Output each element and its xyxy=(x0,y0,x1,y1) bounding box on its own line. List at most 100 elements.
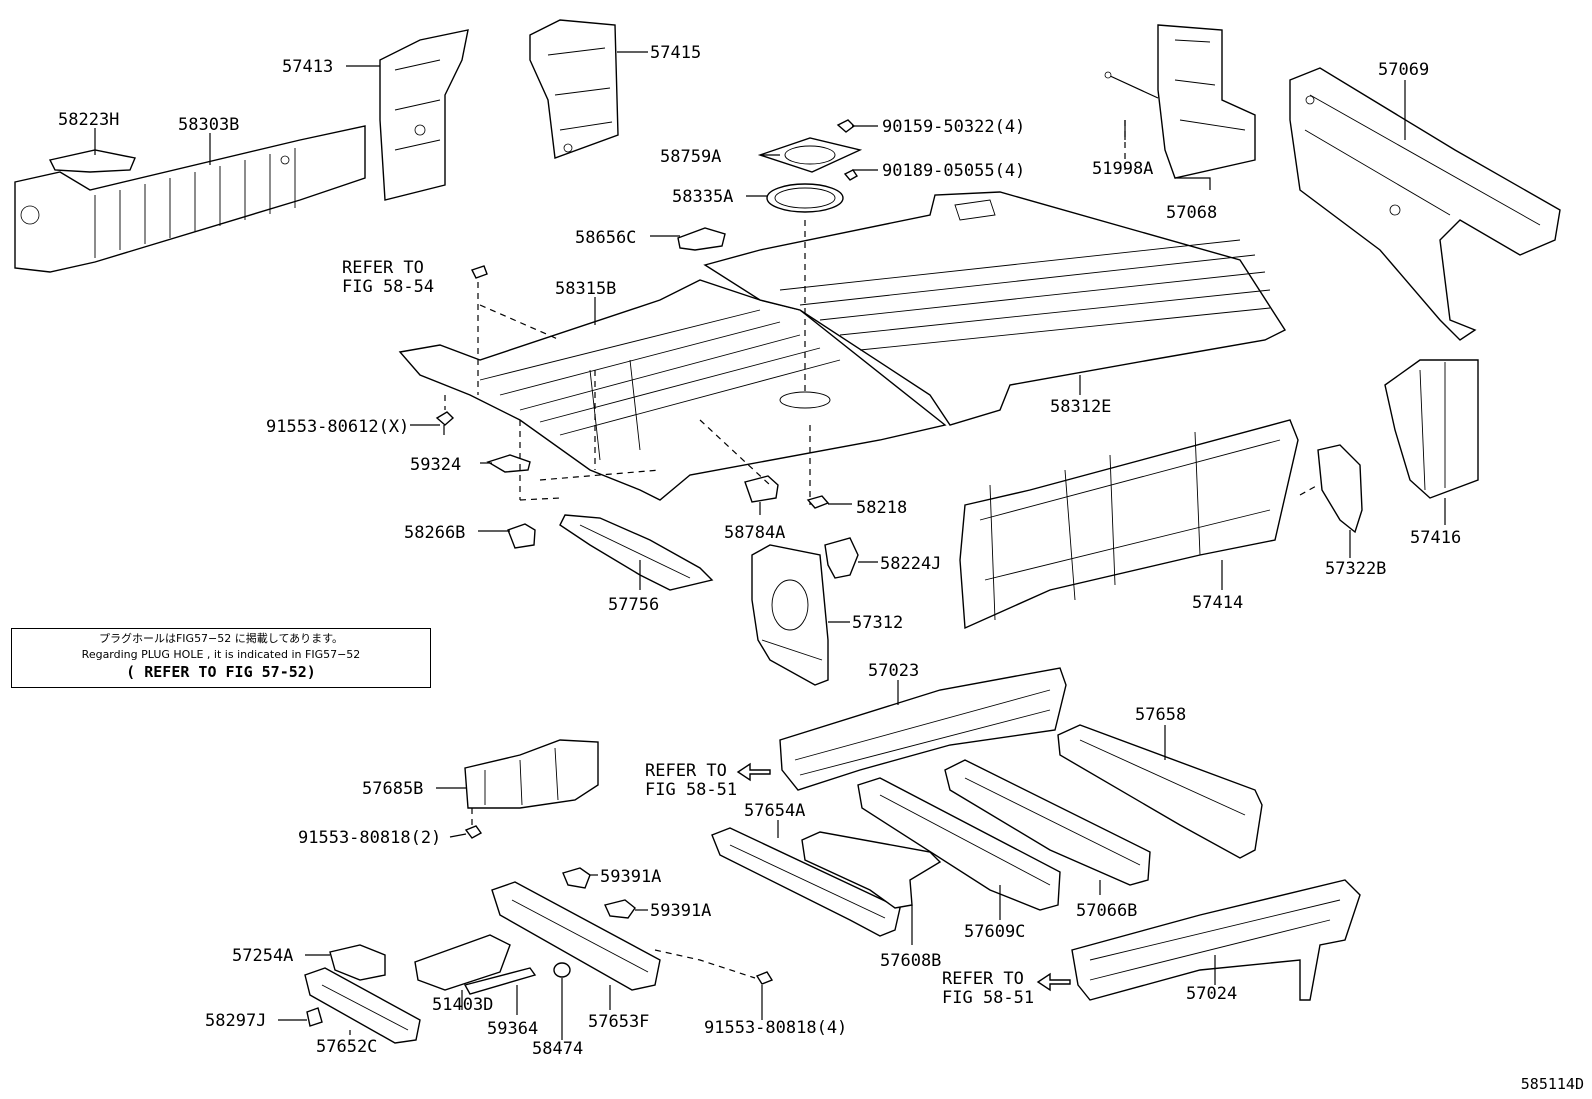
label-58759A: 58759A xyxy=(660,147,721,167)
label-90189-05055: 90189-05055(4) xyxy=(882,161,1025,181)
figure-code: 585114D xyxy=(1520,1075,1584,1093)
part-57654A-shape xyxy=(711,827,901,937)
label-57654A: 57654A xyxy=(744,801,805,821)
label-58312E: 58312E xyxy=(1050,397,1111,417)
part-57685B-shape xyxy=(464,739,599,809)
label-57652C: 57652C xyxy=(316,1037,377,1057)
part-57658-shape xyxy=(1057,724,1263,859)
label-91553-80612: 91553-80612(X) xyxy=(266,417,409,437)
label-58266B: 58266B xyxy=(404,523,465,543)
part-57322B-shape xyxy=(1317,444,1363,534)
label-57415: 57415 xyxy=(650,43,701,63)
bolt-91553-80612-shape xyxy=(435,265,488,435)
part-59364-shape xyxy=(463,967,537,995)
part-57069-shape xyxy=(1289,67,1561,341)
refer-58-54-line2: FIG 58-54 xyxy=(342,277,434,297)
label-59391A-2: 59391A xyxy=(650,901,711,921)
refer-58-51b-line1: REFER TO xyxy=(942,969,1024,989)
refer-58-51b-line2: FIG 58-51 xyxy=(942,988,1034,1008)
label-58784A: 58784A xyxy=(724,523,785,543)
label-57023: 57023 xyxy=(868,661,919,681)
part-58335A-shape xyxy=(766,183,844,213)
label-91553-80818-4: 91553-80818(4) xyxy=(704,1018,847,1038)
label-57609C: 57609C xyxy=(964,922,1025,942)
label-57414: 57414 xyxy=(1192,593,1243,613)
note-japanese: プラグホールはFIG57−52 に掲載してあります。 xyxy=(98,632,344,645)
label-58303B: 58303B xyxy=(178,115,239,135)
note-refer: ( REFER TO FIG 57-52) xyxy=(126,663,316,681)
part-57068-shape xyxy=(1157,24,1256,179)
part-58474-shape xyxy=(553,962,571,978)
part-58297J-shape xyxy=(306,1007,323,1027)
label-58223H: 58223H xyxy=(58,110,119,130)
part-51403D-shape xyxy=(414,934,511,991)
label-58474: 58474 xyxy=(532,1039,583,1059)
plug-hole-note: プラグホールはFIG57−52 に掲載してあります。 Regarding PLU… xyxy=(11,628,431,688)
part-58312E-shape xyxy=(703,191,1287,426)
refer-labels: REFER TO FIG 58-54 REFER TO FIG 58-51 RE… xyxy=(342,258,1034,1008)
part-57066B-shape xyxy=(944,759,1151,886)
label-57254A: 57254A xyxy=(232,946,293,966)
label-57416: 57416 xyxy=(1410,528,1461,548)
label-57608B: 57608B xyxy=(880,951,941,971)
label-57322B: 57322B xyxy=(1325,559,1386,579)
part-57023-shape xyxy=(779,667,1067,791)
leader-lines xyxy=(94,51,1446,1040)
label-90159-50322: 90159-50322(4) xyxy=(882,117,1025,137)
part-58315B-shape xyxy=(398,279,947,501)
refer-58-54-line1: REFER TO xyxy=(342,258,424,278)
part-58218-shape xyxy=(806,495,830,509)
part-57024-shape xyxy=(1071,879,1361,1001)
part-51998A-shape xyxy=(1104,71,1159,99)
part-58224J-shape xyxy=(824,537,859,579)
part-58223H-shape xyxy=(48,149,136,173)
bolt-91553-80818-4-shape xyxy=(755,971,774,985)
note-english: Regarding PLUG HOLE , it is indicated in… xyxy=(81,648,361,661)
label-57068: 57068 xyxy=(1166,203,1217,223)
part-57416-shape xyxy=(1384,359,1479,499)
label-57312: 57312 xyxy=(852,613,903,633)
label-58315B: 58315B xyxy=(555,279,616,299)
part-59324-shape xyxy=(486,454,531,473)
part-58759A-shape xyxy=(757,119,863,181)
part-57609C-shape xyxy=(857,777,1061,911)
part-58656C-shape xyxy=(677,227,726,251)
part-59391A-1-shape xyxy=(562,867,591,889)
part-labels: 58223H 58303B 57413 57415 90159-50322(4)… xyxy=(58,43,1461,1059)
part-57652C-shape xyxy=(304,967,421,1044)
label-58656C: 58656C xyxy=(575,228,636,248)
label-58224J: 58224J xyxy=(880,554,941,574)
assembly-lines xyxy=(444,120,1319,979)
refer-arrows xyxy=(736,762,1071,992)
part-58303B-shape xyxy=(14,125,366,273)
label-57658: 57658 xyxy=(1135,705,1186,725)
part-57413-shape xyxy=(379,29,469,201)
part-57756-shape xyxy=(559,514,714,591)
bolt-91553-80818-2-shape xyxy=(464,825,483,839)
label-58297J: 58297J xyxy=(205,1011,266,1031)
part-59391A-2-shape xyxy=(604,899,636,919)
label-57066B: 57066B xyxy=(1076,901,1137,921)
refer-58-51a-line1: REFER TO xyxy=(645,761,727,781)
label-57024: 57024 xyxy=(1186,984,1237,1004)
label-91553-80818-2: 91553-80818(2) xyxy=(298,828,441,848)
label-57756: 57756 xyxy=(608,595,659,615)
label-59391A-1: 59391A xyxy=(600,867,661,887)
label-51998A: 51998A xyxy=(1092,159,1153,179)
label-57653F: 57653F xyxy=(588,1012,649,1032)
label-59364: 59364 xyxy=(487,1019,538,1039)
part-57414-shape xyxy=(959,419,1299,630)
refer-58-51a-line2: FIG 58-51 xyxy=(645,780,737,800)
part-58266B-shape xyxy=(507,523,536,549)
part-57653F-shape xyxy=(491,881,661,991)
label-57685B: 57685B xyxy=(362,779,423,799)
label-59324: 59324 xyxy=(410,455,461,475)
label-57069: 57069 xyxy=(1378,60,1429,80)
label-57413: 57413 xyxy=(282,57,333,77)
part-57254A-shape xyxy=(329,944,386,981)
label-51403D: 51403D xyxy=(432,995,493,1015)
part-57312-shape xyxy=(751,544,829,686)
part-57608B-shape xyxy=(801,831,942,909)
part-57415-shape xyxy=(529,19,619,159)
